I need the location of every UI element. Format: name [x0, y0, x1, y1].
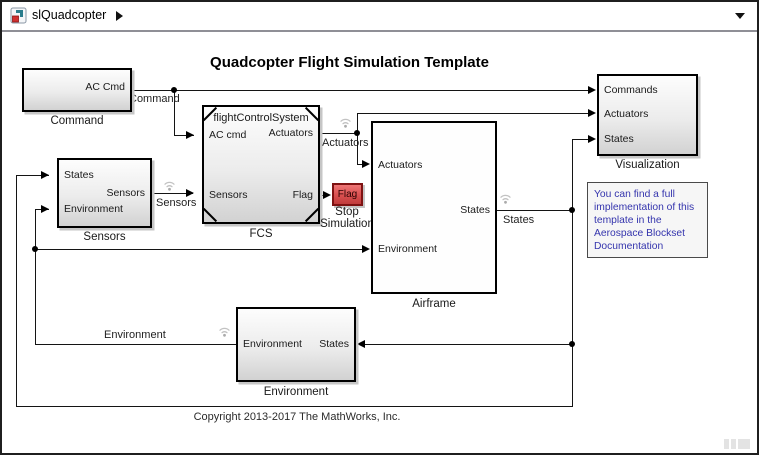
breadcrumb-expand-icon[interactable] — [116, 11, 123, 21]
arrowhead-icon — [362, 160, 370, 168]
fcs-model-name: flightControlSystem — [213, 112, 309, 124]
branch-dot — [569, 341, 575, 347]
signal-line-environment[interactable] — [35, 249, 363, 250]
signal-line-states[interactable] — [572, 210, 573, 345]
resize-grip[interactable] — [738, 439, 750, 449]
stop-caption-line1: Stop — [335, 206, 359, 218]
arrowhead-icon — [186, 131, 194, 139]
signal-line-sensors[interactable] — [152, 193, 193, 194]
signal-label-command[interactable]: Command — [129, 93, 180, 105]
branch-dot — [171, 87, 177, 93]
port-label-states-out: States — [460, 204, 490, 216]
block-caption-stop: Stop Simulation — [307, 206, 387, 230]
block-caption-command: Command — [50, 115, 104, 127]
arrowhead-icon — [357, 340, 365, 348]
block-caption-visualization: Visualization — [615, 159, 680, 171]
annotation-note[interactable]: You can find a full implementation of th… — [587, 182, 708, 258]
signal-line-states[interactable] — [572, 139, 573, 211]
copyright-annotation: Copyright 2013-2017 The MathWorks, Inc. — [193, 411, 401, 423]
signal-label-environment[interactable]: Environment — [104, 329, 166, 341]
signal-line-states[interactable] — [365, 344, 573, 345]
stop-block-text: Flag — [337, 189, 358, 200]
block-caption-airframe: Airframe — [412, 298, 456, 310]
arrowhead-icon — [362, 245, 370, 253]
resize-grip[interactable] — [731, 439, 736, 449]
model-title: Quadcopter Flight Simulation Template — [210, 54, 489, 71]
annotation-line: You can find a full — [594, 189, 675, 200]
wireless-signal-icon[interactable] — [162, 178, 177, 193]
signal-label-sensors[interactable]: Sensors — [156, 197, 197, 209]
block-visualization[interactable]: Commands Actuators States — [597, 74, 698, 156]
branch-dot — [32, 246, 38, 252]
port-label-ac-cmd-in: AC cmd — [209, 129, 247, 141]
signal-line-states[interactable] — [572, 344, 573, 407]
branch-dot — [569, 207, 575, 213]
signal-line-actuators[interactable] — [320, 133, 358, 134]
annotation-line: implementation of this — [594, 202, 695, 213]
port-label-commands-in: Commands — [604, 84, 658, 96]
arrowhead-icon — [186, 189, 194, 197]
port-label-environment-out: Environment — [243, 338, 302, 350]
stop-caption-line2: Simulation — [320, 217, 374, 230]
port-label-ac-cmd: AC Cmd — [85, 81, 125, 93]
signal-line-states[interactable] — [16, 175, 49, 176]
block-command[interactable]: AC Cmd — [22, 68, 132, 112]
signal-line-states[interactable] — [16, 406, 573, 407]
block-caption-sensors: Sensors — [83, 231, 126, 243]
signal-line-command[interactable] — [174, 90, 175, 135]
signal-line-actuators[interactable] — [357, 113, 358, 134]
branch-dot — [354, 130, 360, 136]
annotation-line: template in the — [594, 215, 662, 226]
port-label-states-in: States — [604, 133, 634, 145]
annotation-line: Documentation — [594, 241, 664, 252]
signal-line-actuators[interactable] — [357, 113, 589, 114]
block-airframe[interactable]: Actuators Environment States — [371, 121, 497, 294]
arrowhead-icon — [588, 135, 596, 143]
port-label-environment-in: Environment — [378, 243, 437, 255]
port-label-actuators-in: Actuators — [604, 108, 649, 120]
port-label-environment: Environment — [64, 203, 123, 215]
signal-line-environment[interactable] — [35, 209, 36, 345]
breadcrumb-bar: slQuadcopter — [2, 2, 757, 32]
port-label-states-in: States — [319, 338, 349, 350]
port-label-flag-out: Flag — [292, 189, 313, 201]
block-caption-environment: Environment — [263, 386, 329, 398]
wireless-signal-icon[interactable] — [217, 324, 232, 339]
block-caption-fcs: FCS — [249, 228, 273, 240]
signal-label-actuators[interactable]: Actuators — [322, 137, 369, 149]
wireless-signal-icon[interactable] — [498, 191, 513, 206]
arrowhead-icon — [588, 86, 596, 94]
signal-line-command[interactable] — [132, 90, 589, 91]
signal-line-states[interactable] — [497, 210, 573, 211]
signal-line-actuators[interactable] — [357, 164, 364, 165]
arrowhead-icon — [41, 171, 49, 179]
arrowhead-icon — [588, 109, 596, 117]
port-label-actuators-out: Actuators — [268, 127, 313, 139]
signal-line-environment[interactable] — [35, 344, 236, 345]
signal-line-states[interactable] — [16, 175, 17, 407]
block-sensors[interactable]: States Environment Sensors — [57, 158, 152, 228]
wireless-signal-icon[interactable] — [338, 115, 353, 130]
signal-label-states[interactable]: States — [503, 214, 535, 226]
simulink-model-icon — [10, 7, 27, 24]
annotation-line: Aerospace Blockset — [594, 228, 686, 239]
port-label-actuators-in: Actuators — [378, 159, 423, 171]
dropdown-arrow-icon[interactable] — [735, 13, 745, 19]
signal-line-states[interactable] — [572, 139, 589, 140]
port-label-states: States — [64, 169, 94, 181]
block-stop-simulation[interactable]: Flag — [332, 183, 363, 206]
signal-line-flag[interactable] — [320, 195, 325, 196]
arrowhead-icon — [323, 191, 331, 199]
block-corner-decoration — [202, 207, 218, 223]
port-label-sensors-in: Sensors — [209, 189, 248, 201]
block-fcs[interactable]: flightControlSystem AC cmd Sensors Actua… — [202, 105, 320, 224]
signal-line-command[interactable] — [174, 135, 194, 136]
resize-grip[interactable] — [724, 439, 729, 449]
port-label-sensors-out: Sensors — [106, 187, 145, 199]
breadcrumb-model-name[interactable]: slQuadcopter — [32, 8, 107, 22]
signal-line-actuators[interactable] — [357, 133, 358, 165]
arrowhead-icon — [41, 205, 49, 213]
block-environment[interactable]: Environment States — [236, 307, 356, 382]
